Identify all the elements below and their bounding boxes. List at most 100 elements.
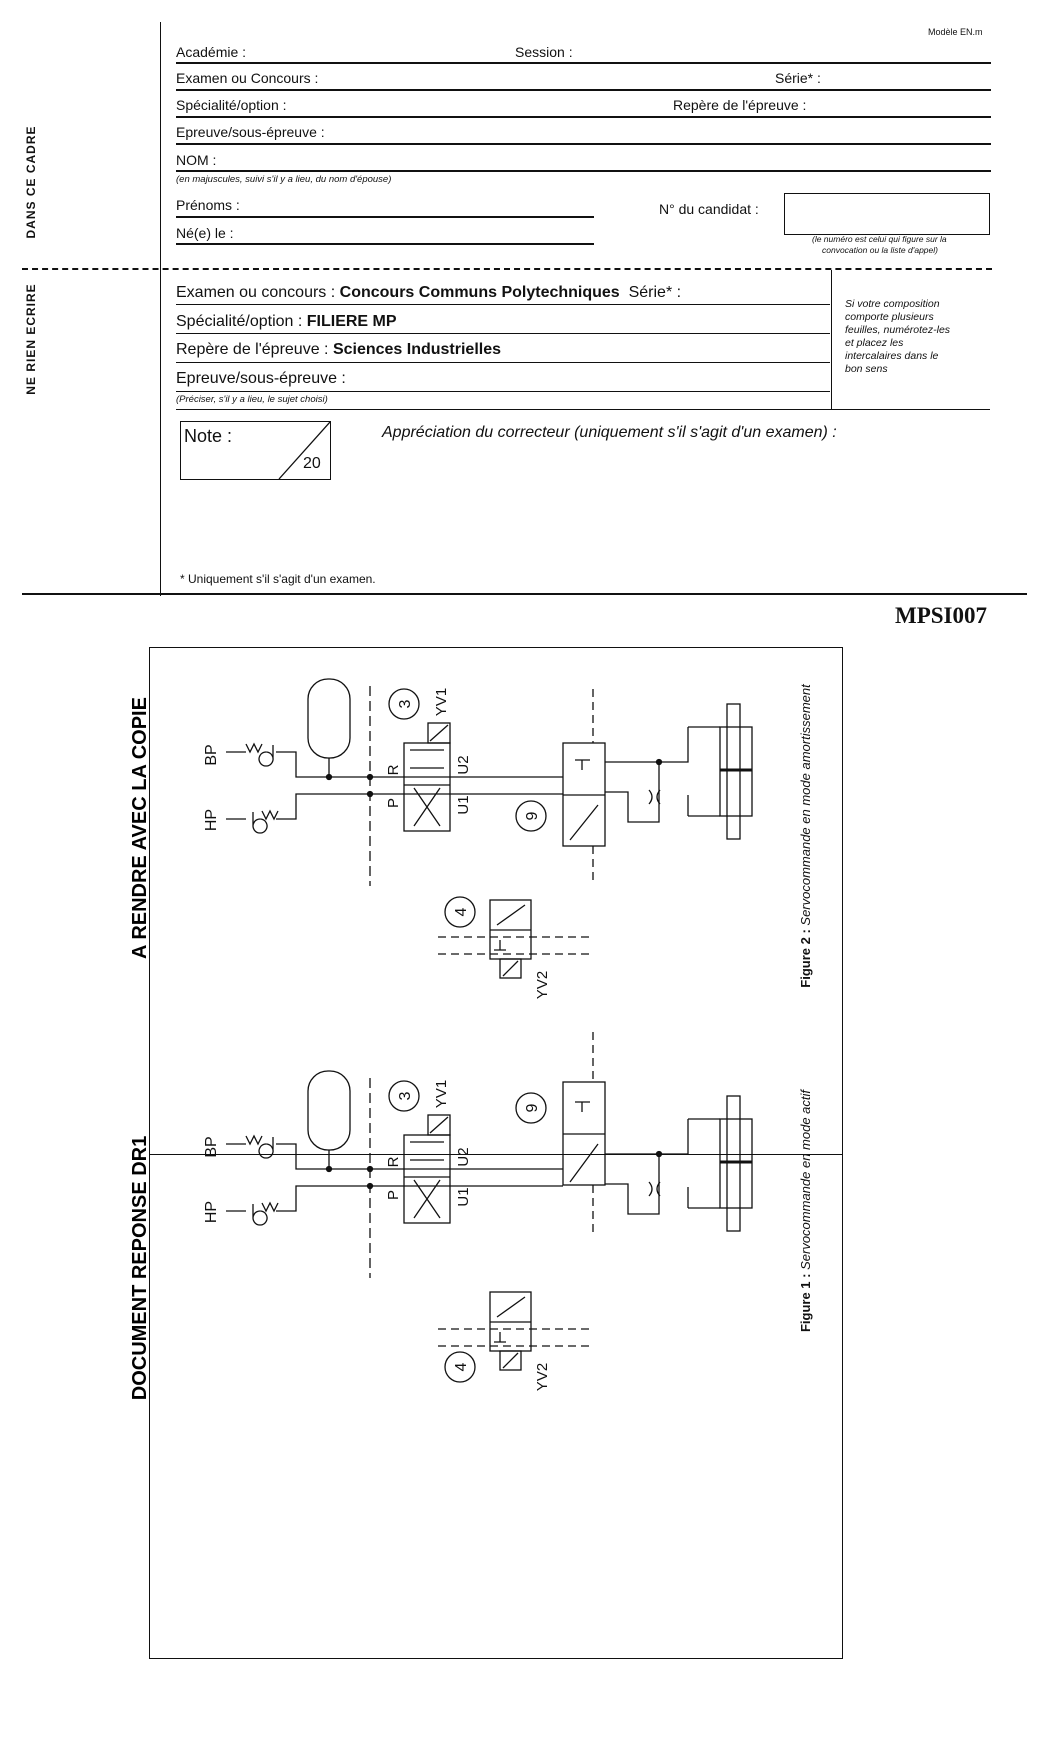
- label-u1: U1: [455, 1187, 472, 1206]
- specialite-label-2: Spécialité/option :: [176, 313, 303, 330]
- label-3-circle: [388, 688, 420, 720]
- figure-1-caption: Figure 1 : Servocommande en mode actif: [798, 1089, 813, 1332]
- epreuve-label-2: Epreuve/sous-épreuve :: [176, 370, 346, 387]
- side-note-line: comporte plusieurs: [845, 311, 934, 323]
- academie-label: Académie :: [176, 44, 247, 60]
- restrictor: [648, 789, 661, 805]
- figure-2-caption: Figure 2 : Servocommande en mode amortis…: [798, 683, 813, 988]
- rule: [176, 333, 830, 334]
- side-note-line: bon sens: [845, 363, 888, 375]
- candidat-number-box[interactable]: [784, 193, 990, 235]
- label-p: P: [385, 798, 402, 808]
- rule: [176, 304, 830, 305]
- repere-label-2: Repère de l'épreuve :: [176, 341, 329, 358]
- prenoms-label: Prénoms :: [176, 197, 240, 213]
- side-note-line: et placez les: [845, 337, 904, 349]
- fig2-schematic: BP HP 3 YV1 R P U2 U1: [203, 678, 753, 999]
- label-4: 4: [453, 1362, 470, 1371]
- fig1-schematic: BP HP 3 YV1 R P U2 U1: [203, 1032, 753, 1391]
- label-bp: BP: [203, 1136, 220, 1157]
- form-margin-line: [160, 22, 161, 596]
- side-note-divider: [831, 270, 832, 410]
- academie-field[interactable]: [176, 62, 991, 64]
- appreciation-label: Appréciation du correcteur (uniquement s…: [382, 424, 837, 441]
- rule: [176, 409, 990, 410]
- repere-value: Sciences Industrielles: [332, 341, 502, 358]
- label-r: R: [385, 764, 402, 775]
- label-u2: U2: [455, 1147, 472, 1166]
- label-3: 3: [397, 699, 414, 708]
- rule: [176, 391, 830, 392]
- label-hp: HP: [203, 809, 220, 831]
- figure-1-text: Servocommande en mode actif: [798, 1089, 813, 1274]
- check-valve-bp: [226, 742, 274, 767]
- specialite-line: Spécialité/option : FILIERE MP: [176, 313, 397, 331]
- hp-line: [276, 793, 563, 820]
- examen-label: Examen ou Concours :: [176, 70, 319, 86]
- side-note-line: feuilles, numérotez-les: [845, 324, 951, 336]
- check-valve-hp: [226, 809, 279, 834]
- note-diagonal: [278, 422, 330, 479]
- examen-concours-value: Concours Communs Polytechniques: [339, 284, 620, 301]
- label-9: 9: [524, 811, 541, 820]
- note-label: Note :: [184, 426, 233, 446]
- prenoms-field[interactable]: [176, 216, 594, 218]
- examen-concours-line: Examen ou concours : Concours Communs Po…: [176, 284, 681, 302]
- repere-line: Repère de l'épreuve : Sciences Industrie…: [176, 341, 501, 359]
- figure-2: Figure 2 : Servocommande en mode amortis…: [203, 678, 813, 999]
- specialite-label: Spécialité/option :: [176, 97, 287, 113]
- label-yv1: YV1: [433, 688, 450, 716]
- note-box[interactable]: Note : 20: [180, 421, 331, 480]
- accumulator: [307, 1070, 351, 1151]
- note-max: 20: [303, 455, 321, 472]
- solenoid-yv1: [427, 722, 451, 744]
- bp-line: [276, 751, 563, 778]
- label-u1: U1: [455, 795, 472, 814]
- accumulator: [307, 678, 351, 759]
- label-9: 9: [524, 1103, 541, 1112]
- session-label: Session :: [515, 44, 573, 60]
- figures-frame: [149, 647, 843, 1659]
- cut-line: [22, 268, 992, 270]
- footnote: * Uniquement s'il s'agit d'un examen.: [180, 572, 376, 586]
- document-code: MPSI007: [895, 603, 987, 628]
- ne-le-label: Né(e) le :: [176, 225, 234, 241]
- examen-field[interactable]: [176, 89, 991, 91]
- serie-label-2: Série* :: [628, 284, 682, 301]
- label-yv2: YV2: [534, 1363, 551, 1391]
- figure-2-text: Servocommande en mode amortissement: [798, 683, 813, 929]
- figure-1-number: Figure 1 :: [798, 1274, 813, 1333]
- epreuve-label: Epreuve/sous-épreuve :: [176, 124, 325, 140]
- nom-label: NOM :: [176, 152, 217, 168]
- label-yv2: YV2: [534, 971, 551, 999]
- candidat-hint-2: convocation ou la liste d'appel): [822, 245, 938, 255]
- label-4: 4: [453, 907, 470, 916]
- nom-hint: (en majuscules, suivi s'il y a lieu, du …: [176, 174, 392, 185]
- title-top: A RENDRE AVEC LA COPIE: [129, 697, 151, 959]
- label-yv1: YV1: [433, 1080, 450, 1108]
- side-note-line: intercalaires dans le: [845, 350, 939, 362]
- figure-2-number: Figure 2 :: [798, 929, 813, 988]
- label-4-circle: [444, 896, 476, 928]
- serie-label: Série* :: [775, 70, 821, 86]
- specialite-field[interactable]: [176, 116, 991, 118]
- ne-le-field[interactable]: [176, 243, 594, 245]
- specialite-value: FILIERE MP: [306, 313, 397, 330]
- title-bottom: DOCUMENT REPONSE DR1: [129, 1136, 151, 1400]
- valve-3: [403, 1134, 451, 1224]
- label-9-circle: [515, 800, 547, 832]
- examen-concours-label: Examen ou concours :: [176, 284, 336, 301]
- nom-field[interactable]: [176, 170, 991, 172]
- epreuve-field[interactable]: [176, 143, 991, 145]
- label-3: 3: [397, 1091, 414, 1100]
- solenoid-yv2: [499, 958, 522, 979]
- candidat-label: N° du candidat :: [659, 201, 759, 217]
- side-note-line: Si votre composition: [845, 298, 940, 310]
- model-label: Modèle EN.m: [928, 27, 983, 37]
- candidat-hint-1: (le numéro est celui qui figure sur la: [812, 234, 947, 244]
- epreuve-hint: (Préciser, s'il y a lieu, le sujet chois…: [176, 394, 328, 405]
- valve-3: [403, 742, 451, 832]
- label-bp: BP: [203, 744, 220, 765]
- side-note: Si votre composition comporte plusieurs …: [845, 298, 950, 376]
